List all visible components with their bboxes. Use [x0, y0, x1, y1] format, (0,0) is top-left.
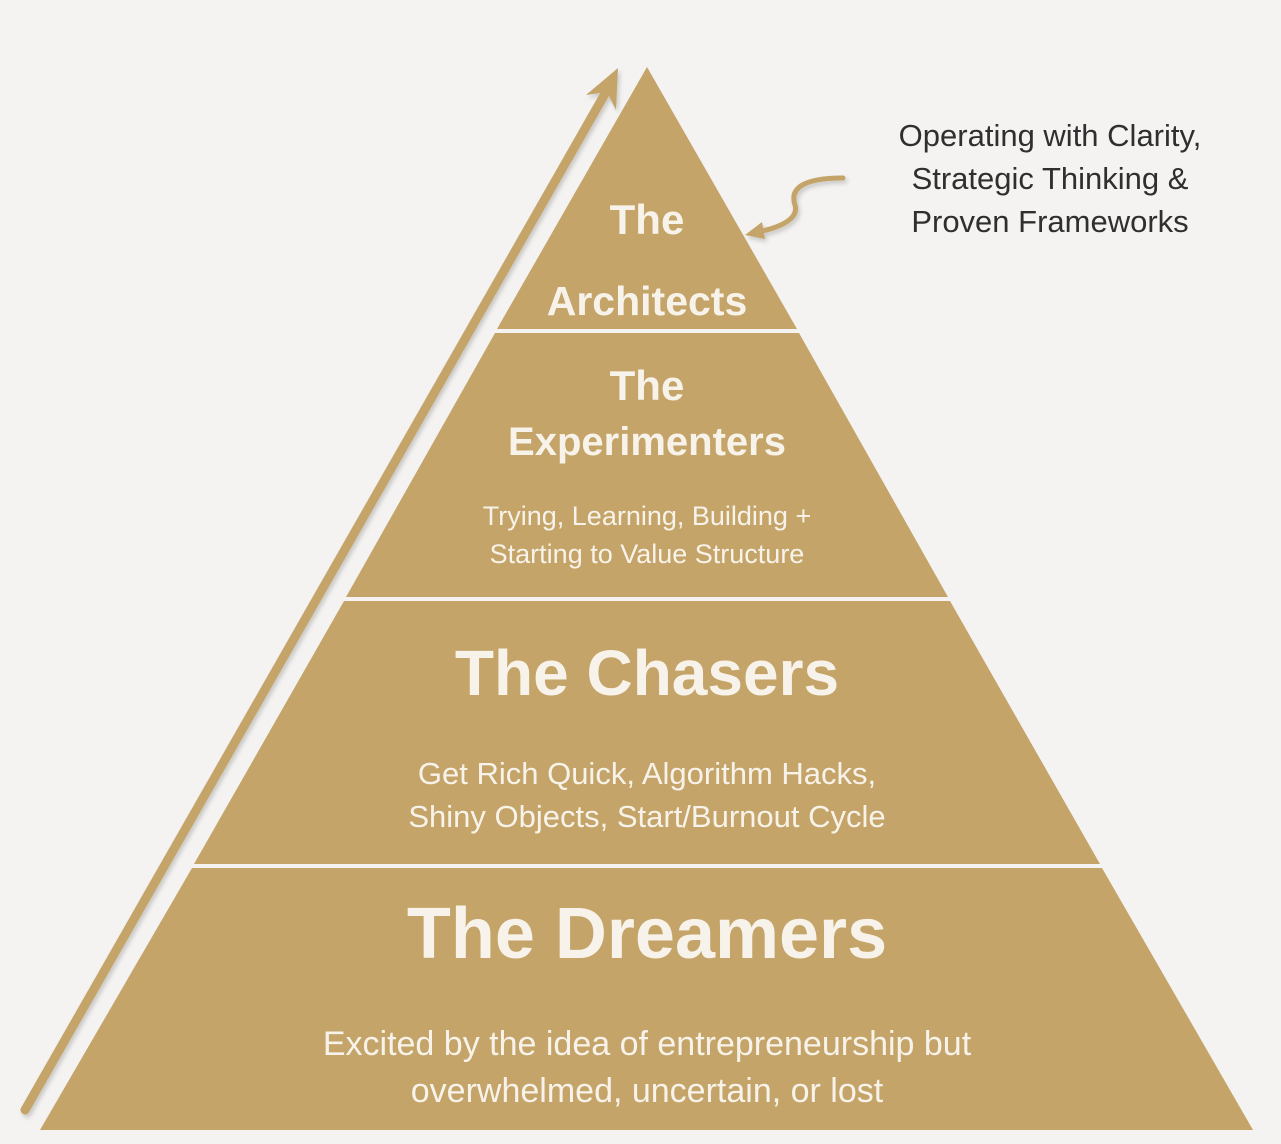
tier-architects-title-1: The [609, 196, 685, 243]
annotation-line: Strategic Thinking & [911, 161, 1189, 196]
desc-line: overwhelmed, uncertain, or lost [410, 1072, 884, 1110]
tier-experimenters-desc: Trying, Learning, Building + Starting to… [0, 497, 1281, 573]
tier-experimenters-title-2: Experimenters [508, 420, 786, 464]
desc-line: Shiny Objects, Start/Burnout Cycle [408, 799, 886, 834]
curved-pointer-arrow-icon [745, 175, 846, 239]
tier-chasers-title: The Chasers [454, 637, 840, 709]
annotation-line: Operating with Clarity, [898, 118, 1202, 153]
tier-chasers-desc: Get Rich Quick, Algorithm Hacks, Shiny O… [0, 752, 1281, 838]
tier-dreamers-desc: Excited by the idea of entrepreneurship … [0, 1021, 1281, 1115]
tier-experimenters-shape [346, 333, 948, 597]
desc-line: Get Rich Quick, Algorithm Hacks, [417, 756, 877, 791]
tier-architects-title-2: Architects [546, 278, 748, 324]
desc-line: Starting to Value Structure [489, 539, 805, 569]
tier-dreamers-title: The Dreamers [406, 894, 888, 974]
desc-line: Excited by the idea of entrepreneurship … [322, 1025, 972, 1063]
tier-architects-shape [497, 67, 797, 329]
annotation-line: Proven Frameworks [911, 204, 1189, 239]
tier-chasers-shape [194, 601, 1100, 864]
tier-dreamers-shape [40, 868, 1253, 1130]
desc-line: Trying, Learning, Building + [482, 501, 812, 531]
architects-annotation: Operating with Clarity, Strategic Thinki… [850, 114, 1250, 243]
growth-arrow-icon [20, 68, 618, 1115]
tier-experimenters-title-1: The [609, 362, 685, 409]
